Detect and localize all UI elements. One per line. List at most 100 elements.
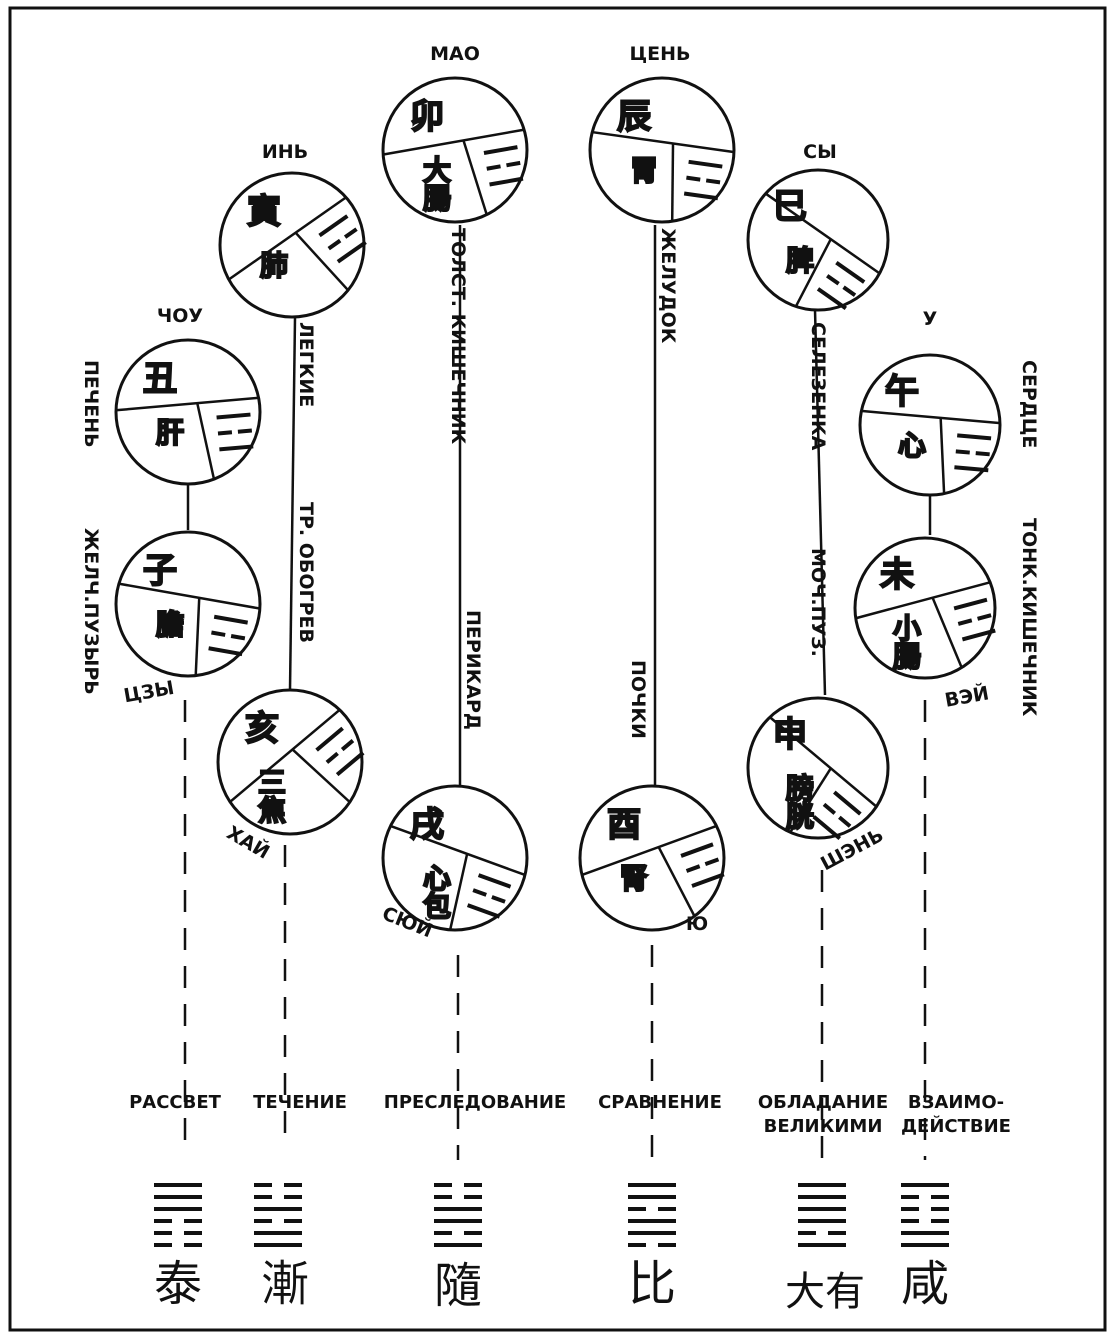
glyph-syui-1: 心 (423, 862, 451, 895)
hexagram-2 (254, 1183, 302, 1247)
glyph-chen-1: 胃 (630, 154, 658, 187)
trigram-bar (483, 145, 518, 155)
glyph-vei-0: 未 (880, 555, 914, 595)
hex-label-6b: ДЕЙСТВИЕ (901, 1115, 1011, 1137)
hex-char-6: 咸 (901, 1256, 949, 1312)
circle-yin (218, 171, 366, 319)
label-chen: ЦЕНЬ (630, 43, 691, 65)
organ-shen: МОЧ.ПУЗ. (807, 548, 829, 657)
trigram-bar (208, 646, 243, 657)
label-tszy: ЦЗЫ (122, 677, 176, 707)
node-shen: 申膀胱 (746, 696, 890, 841)
divider-v (448, 853, 469, 930)
line-sy-shen (813, 309, 827, 696)
divider-h (115, 396, 260, 412)
circle-dividers (382, 128, 525, 215)
trigram-bar (680, 842, 714, 858)
hex-char-1: 泰 (154, 1256, 202, 1312)
trigram-bar (688, 159, 723, 169)
node-yu: 酉腎 (578, 784, 726, 932)
circle-chen (588, 76, 736, 224)
trigram-bar (216, 412, 251, 420)
glyph-mao-1: 大 (423, 154, 451, 187)
trigram-bar (472, 888, 506, 904)
divider-v (931, 597, 963, 669)
glyph-syui-0: 戌 (410, 805, 444, 845)
hexagram-6 (901, 1183, 949, 1247)
node-chou: 丑肝 (114, 338, 262, 486)
glyph-sy-1: 脾 (786, 244, 814, 277)
hexagram-symbols (154, 1183, 949, 1247)
glyph-yu-1: 腎 (620, 862, 648, 895)
trigram-bar (691, 872, 725, 888)
node-chen: 辰胃 (588, 76, 736, 224)
circle-dividers (768, 715, 878, 841)
organ-sy: СЕЛЕЗЕНКА (807, 322, 829, 451)
hex-char-3: 隨 (434, 1258, 482, 1314)
node-mao: 卯大腸 (381, 76, 529, 224)
hex-label-6a: ВЗАИМО- (908, 1092, 1004, 1113)
hexagram-4 (628, 1183, 676, 1247)
divider-v (939, 417, 946, 494)
circle-chou (114, 338, 262, 486)
divider-h (768, 715, 878, 808)
trigram-bar (217, 428, 253, 436)
glyph-syui-2: 包 (423, 890, 451, 923)
glyph-yin-0: 寅 (247, 192, 281, 232)
trigram-bar (466, 903, 501, 919)
trigram-bar (685, 857, 720, 873)
divider-h (227, 196, 348, 281)
divider-v (789, 767, 832, 833)
trigram-bar (213, 614, 249, 625)
divider-v (291, 748, 351, 803)
circle-dividers (118, 582, 261, 676)
trigram-bar (822, 802, 852, 828)
divider-h (382, 128, 525, 156)
trigram-bar (315, 726, 344, 752)
organ-chen: ЖЕЛУДОК (657, 228, 679, 344)
node-syui: 戌心包 (381, 784, 529, 932)
circle-dividers (389, 824, 526, 930)
circle-dividers (228, 708, 365, 804)
hexagram-chars: 泰 漸 隨 比 大有 咸 (154, 1256, 949, 1315)
trigram-bar (953, 597, 988, 611)
circle-dividers (860, 409, 1001, 494)
circle-vei (853, 536, 997, 680)
glyph-chen-0: 辰 (617, 97, 651, 137)
circle-tszy (114, 530, 262, 678)
organ-yu: ПОЧКИ (627, 660, 649, 739)
trigram-bar (486, 160, 521, 171)
divider-h (118, 582, 261, 610)
connector-lines (186, 225, 932, 795)
label-u: У (923, 308, 938, 330)
glyph-yu-0: 酉 (607, 805, 641, 845)
trigram-bar (327, 227, 358, 251)
organ-yin: ЛЕГКИЕ (295, 322, 317, 407)
divider-h (389, 824, 526, 877)
divider-h (860, 409, 1001, 425)
glyph-hai-2: 焦 (258, 794, 286, 827)
divider-v (670, 143, 675, 222)
divider-h (228, 708, 341, 804)
hex-label-2: ТЕЧЕНИЕ (253, 1092, 347, 1113)
hex-label-3: ПРЕСЛЕДОВАНИЕ (384, 1092, 566, 1113)
label-mao: МАО (430, 43, 480, 65)
node-hai: 亥三焦 (216, 688, 365, 836)
dashed-lines (183, 700, 927, 1165)
hex-char-5: 大有 (785, 1269, 865, 1315)
trigram-bar (489, 176, 524, 187)
circle-shen (746, 696, 890, 840)
glyph-u-1: 心 (898, 429, 926, 462)
circle-dividers (764, 192, 881, 310)
circle-syui (381, 784, 529, 932)
trigram-bar (683, 191, 719, 201)
organ-tszy: ЖЕЛЧ.ПУЗЫРЬ (80, 528, 102, 695)
hex-label-5b: ВЕЛИКИМИ (764, 1116, 883, 1137)
trigram-bar (336, 240, 367, 264)
circle-hai (216, 688, 364, 836)
node-tszy: 子膽 (114, 530, 262, 678)
hex-label-5a: ОБЛАДАНИЕ (758, 1092, 888, 1113)
glyph-vei-2: 腸 (893, 640, 921, 673)
